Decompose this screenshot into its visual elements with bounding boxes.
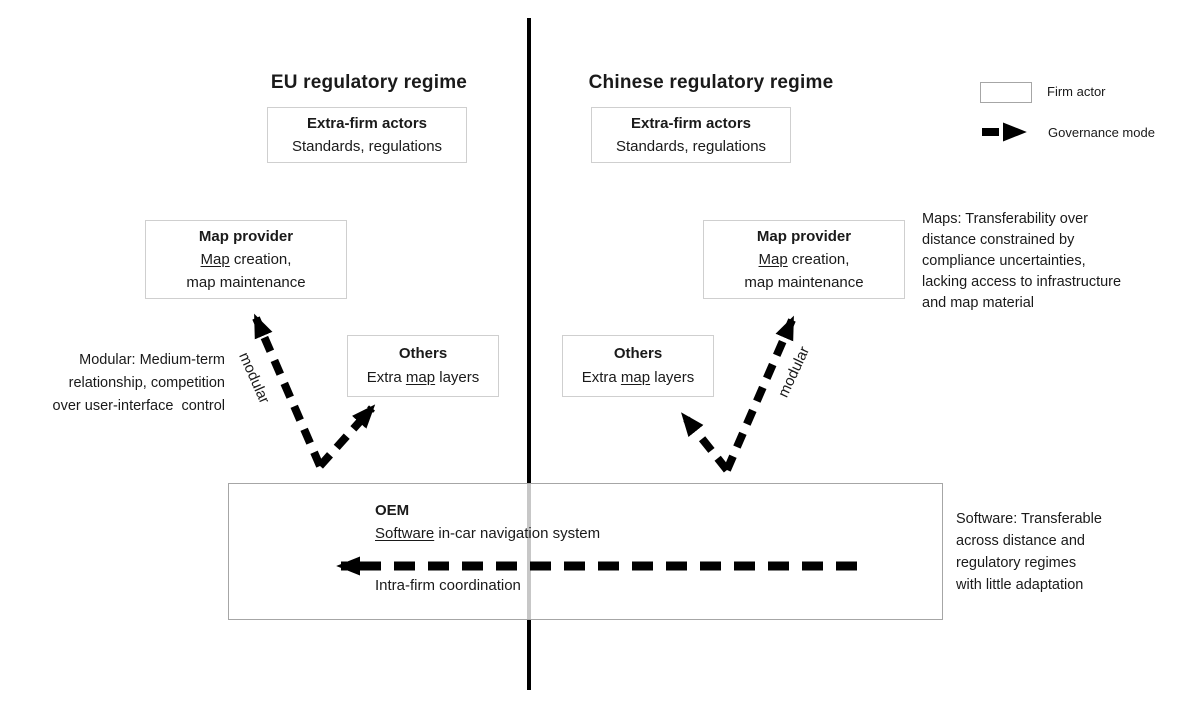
eu-oem-to-others-arrow bbox=[317, 404, 376, 469]
chinese-regime-title: Chinese regulatory regime bbox=[588, 72, 834, 93]
box-line-extra-map-layers: Extra map layers bbox=[563, 366, 713, 390]
box-line-map-creation: Map creation, bbox=[146, 248, 346, 271]
underlined-word: Software bbox=[375, 525, 435, 542]
annotation-line: and map material bbox=[922, 295, 1035, 311]
box-title: Extra-firm actors bbox=[306, 115, 428, 132]
annotation-line: Modular: Medium-term bbox=[79, 352, 225, 368]
box-title: Extra-firm actors bbox=[630, 115, 752, 132]
box-title: Map provider bbox=[756, 228, 852, 245]
box-subtitle: Standards, regulations bbox=[615, 138, 767, 155]
box-line-map-maintenance: map maintenance bbox=[744, 274, 864, 291]
underlined-word: Map bbox=[200, 251, 230, 268]
underlined-word: Map bbox=[758, 251, 788, 268]
annotation-line: across distance and bbox=[956, 533, 1085, 549]
box-subtitle: Standards, regulations bbox=[291, 138, 443, 155]
annotation-line: Software: Transferable bbox=[956, 511, 1102, 527]
modular-arrow-label-eu: modular bbox=[235, 349, 273, 407]
annotation-line: Maps: Transferability over bbox=[922, 211, 1089, 227]
line-rest: creation, bbox=[229, 251, 292, 268]
box-line-map-maintenance: map maintenance bbox=[186, 274, 306, 291]
legend-firm-actor-label: Firm actor bbox=[1047, 84, 1106, 99]
annotation-line: compliance uncertainties, bbox=[922, 253, 1086, 269]
annotation-line: over user-interface control bbox=[52, 398, 225, 414]
legend-firm-actor-swatch bbox=[980, 82, 1032, 103]
software-transferability-annotation: Software: Transferable across distance a… bbox=[956, 508, 1176, 596]
line-rest: layers bbox=[435, 369, 480, 386]
annotation-line: with little adaptation bbox=[956, 577, 1084, 593]
eu-extra-firm-actors-box: Extra-firm actors Standards, regulations bbox=[267, 107, 467, 163]
intra-firm-arrow-label: Intra-firm coordination bbox=[375, 577, 521, 594]
line-rest: creation, bbox=[787, 251, 850, 268]
eu-modular-annotation: Modular: Medium-term relationship, compe… bbox=[0, 349, 225, 418]
oem-box: OEM Software in-car navigation system In… bbox=[228, 483, 943, 620]
china-map-provider-box: Map provider Map creation, map maintenan… bbox=[703, 220, 905, 299]
line-pre: Extra bbox=[366, 369, 406, 386]
box-title: Others bbox=[613, 345, 663, 362]
oem-title: OEM bbox=[375, 502, 410, 519]
eu-others-box: Others Extra map layers bbox=[347, 335, 499, 397]
annotation-line: regulatory regimes bbox=[956, 555, 1077, 571]
legend-governance-mode-label: Governance mode bbox=[1048, 125, 1155, 140]
line-rest: in-car navigation system bbox=[434, 525, 601, 542]
eu-regime-title: EU regulatory regime bbox=[270, 72, 468, 93]
maps-transferability-annotation: Maps: Transferability over distance cons… bbox=[922, 209, 1172, 314]
line-rest: layers bbox=[650, 369, 695, 386]
underlined-word: map bbox=[405, 369, 436, 386]
china-extra-firm-actors-box: Extra-firm actors Standards, regulations bbox=[591, 107, 791, 163]
china-oem-to-others-arrow bbox=[680, 412, 731, 473]
annotation-line: relationship, competition bbox=[68, 375, 225, 391]
underlined-word: map bbox=[620, 369, 651, 386]
box-title: Map provider bbox=[198, 228, 294, 245]
oem-software-line: Software in-car navigation system bbox=[375, 525, 600, 542]
box-title: Others bbox=[398, 345, 448, 362]
regime-divider-line bbox=[527, 18, 531, 690]
eu-map-provider-box: Map provider Map creation, map maintenan… bbox=[145, 220, 347, 299]
annotation-line: lacking access to infrastructure bbox=[922, 274, 1122, 290]
box-line-extra-map-layers: Extra map layers bbox=[348, 366, 498, 390]
china-others-box: Others Extra map layers bbox=[562, 335, 714, 397]
annotation-line: distance constrained by bbox=[922, 232, 1075, 248]
line-pre: Extra bbox=[581, 369, 621, 386]
box-line-map-creation: Map creation, bbox=[704, 248, 904, 271]
modular-arrow-label-china: modular bbox=[774, 343, 814, 401]
